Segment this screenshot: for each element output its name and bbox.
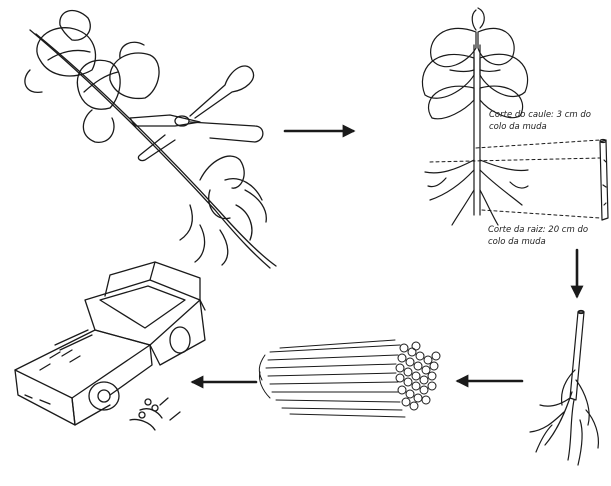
cut-cutting-icon (600, 140, 608, 221)
bundle-of-cuttings-icon (259, 340, 440, 417)
stem-cut-annotation: Corte do caule: 3 cm do colo da muda (489, 110, 591, 132)
stem-cut-label-line1: Corte do caule: 3 cm do (489, 110, 591, 120)
stem-cut-label-line2: colo da muda (489, 122, 547, 132)
root-cut-annotation: Corte da raiz: 20 cm do colo da muda (488, 225, 588, 247)
prepared-cutting-icon (530, 311, 598, 466)
plant-with-shears-icon (25, 11, 276, 268)
pickup-truck-icon (15, 262, 205, 430)
root-cut-label-line1: Corte da raiz: 20 cm do (488, 225, 588, 235)
cut-guide-lines (430, 140, 600, 218)
root-cut-label-line2: colo da muda (488, 237, 546, 247)
